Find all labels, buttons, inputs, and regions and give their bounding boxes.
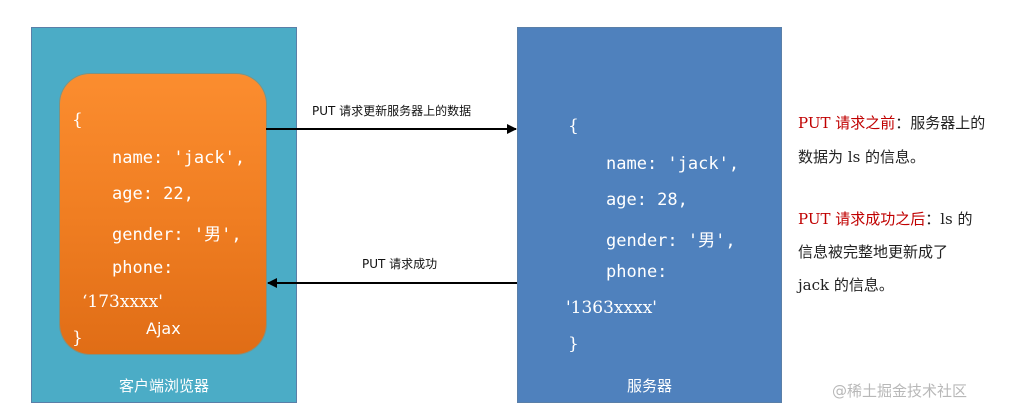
- client-code-close-brace: }: [72, 328, 83, 348]
- server-code-age: age: 28,: [606, 190, 688, 210]
- note-after-highlight: PUT 请求成功之后: [798, 210, 926, 228]
- note-before-line1: PUT 请求之前：服务器上的: [798, 112, 985, 133]
- ajax-request-box: [60, 74, 266, 354]
- note-after-line2: 信息被完整地更新成了: [798, 243, 949, 261]
- server-code-gender: gender: '男',: [606, 231, 736, 251]
- server-panel: 服务器: [517, 27, 782, 403]
- client-code-name: name: 'jack',: [112, 148, 246, 168]
- note-before-rest: ：服务器上的: [895, 114, 986, 132]
- client-code-age: age: 22,: [112, 184, 194, 204]
- client-code-phone: phone:: [112, 258, 174, 278]
- request-arrow-label: PUT 请求更新服务器上的数据: [312, 104, 472, 118]
- client-code-gender: gender: '男',: [112, 225, 242, 245]
- ajax-label: Ajax: [146, 319, 181, 338]
- client-browser-label: 客户端浏览器: [118, 377, 209, 395]
- server-code-name: name: 'jack',: [606, 154, 740, 174]
- watermark: @稀土掘金技术社区: [832, 382, 968, 400]
- client-code-open-brace: {: [72, 110, 83, 130]
- server-code-phone: phone:: [606, 262, 668, 282]
- server-code-phone-value: '1363xxxx': [566, 298, 657, 318]
- note-after-line3: jack 的信息。: [798, 276, 894, 294]
- note-before-line2: 数据为 ls 的信息。: [798, 148, 926, 166]
- server-label: 服务器: [626, 377, 672, 395]
- response-arrow-label: PUT 请求成功: [362, 257, 438, 271]
- server-code-close-brace: }: [568, 334, 579, 354]
- client-code-phone-value: ‘173xxxx': [82, 292, 163, 312]
- server-code-open-brace: {: [568, 116, 579, 136]
- note-before-highlight: PUT 请求之前: [798, 114, 896, 132]
- note-after-line1: PUT 请求成功之后：ls 的: [798, 208, 973, 229]
- note-after-rest: ：ls 的: [925, 210, 973, 228]
